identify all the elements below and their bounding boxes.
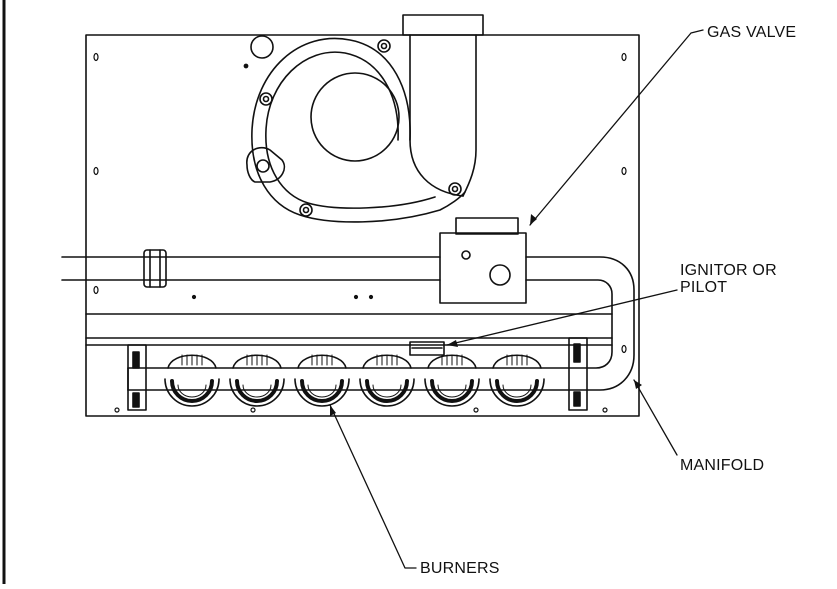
leader-manifold bbox=[633, 379, 678, 456]
burner bbox=[359, 354, 415, 407]
burner-rail bbox=[85, 313, 613, 411]
panel-holes bbox=[93, 52, 627, 413]
inducer-blower bbox=[243, 14, 484, 223]
leader-burners bbox=[329, 404, 417, 569]
gas-valve bbox=[439, 217, 527, 304]
arrowheads bbox=[330, 214, 642, 416]
leader-lines bbox=[329, 29, 704, 569]
manifold-pipe bbox=[127, 256, 635, 391]
ignitor bbox=[409, 341, 445, 356]
leader-gas-valve bbox=[529, 29, 704, 226]
label-ignitor-line2: PILOT bbox=[680, 279, 728, 296]
label-gas-valve: GAS VALVE bbox=[707, 24, 797, 41]
burner bbox=[489, 354, 545, 407]
burner bbox=[294, 354, 350, 407]
burner bbox=[164, 354, 220, 407]
label-burners: BURNERS bbox=[420, 560, 500, 577]
leader-ignitor bbox=[446, 289, 678, 346]
furnace-panel bbox=[85, 34, 640, 417]
gas-supply-pipe bbox=[61, 249, 441, 288]
burner bbox=[229, 354, 285, 407]
burner bbox=[424, 354, 480, 407]
burners bbox=[164, 354, 545, 407]
label-ignitor-or-pilot: IGNITOR OR PILOT bbox=[680, 262, 777, 296]
label-manifold: MANIFOLD bbox=[680, 457, 765, 474]
label-ignitor-line1: IGNITOR OR bbox=[680, 262, 777, 279]
